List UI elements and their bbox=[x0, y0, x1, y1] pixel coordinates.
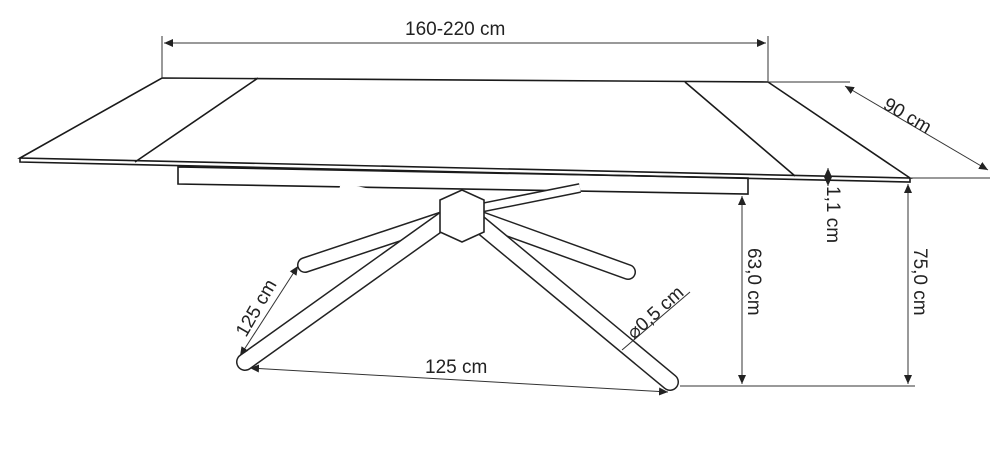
thickness-label: 1,1 cm bbox=[822, 186, 843, 243]
table-apron bbox=[177, 166, 749, 195]
total-height-label: 75,0 cm bbox=[909, 248, 930, 316]
table-top bbox=[17, 77, 913, 183]
table-legs bbox=[236, 182, 679, 391]
leg-diameter-label: ⌀0,5 cm bbox=[623, 282, 688, 343]
apron-height-label: 63,0 cm bbox=[743, 248, 764, 316]
length-label: 160-220 cm bbox=[405, 19, 505, 40]
dimension-lines bbox=[161, 36, 990, 396]
leg-base-label: 125 cm bbox=[425, 357, 487, 378]
depth-label: 90 cm bbox=[880, 94, 935, 138]
leg-hub bbox=[439, 189, 485, 243]
